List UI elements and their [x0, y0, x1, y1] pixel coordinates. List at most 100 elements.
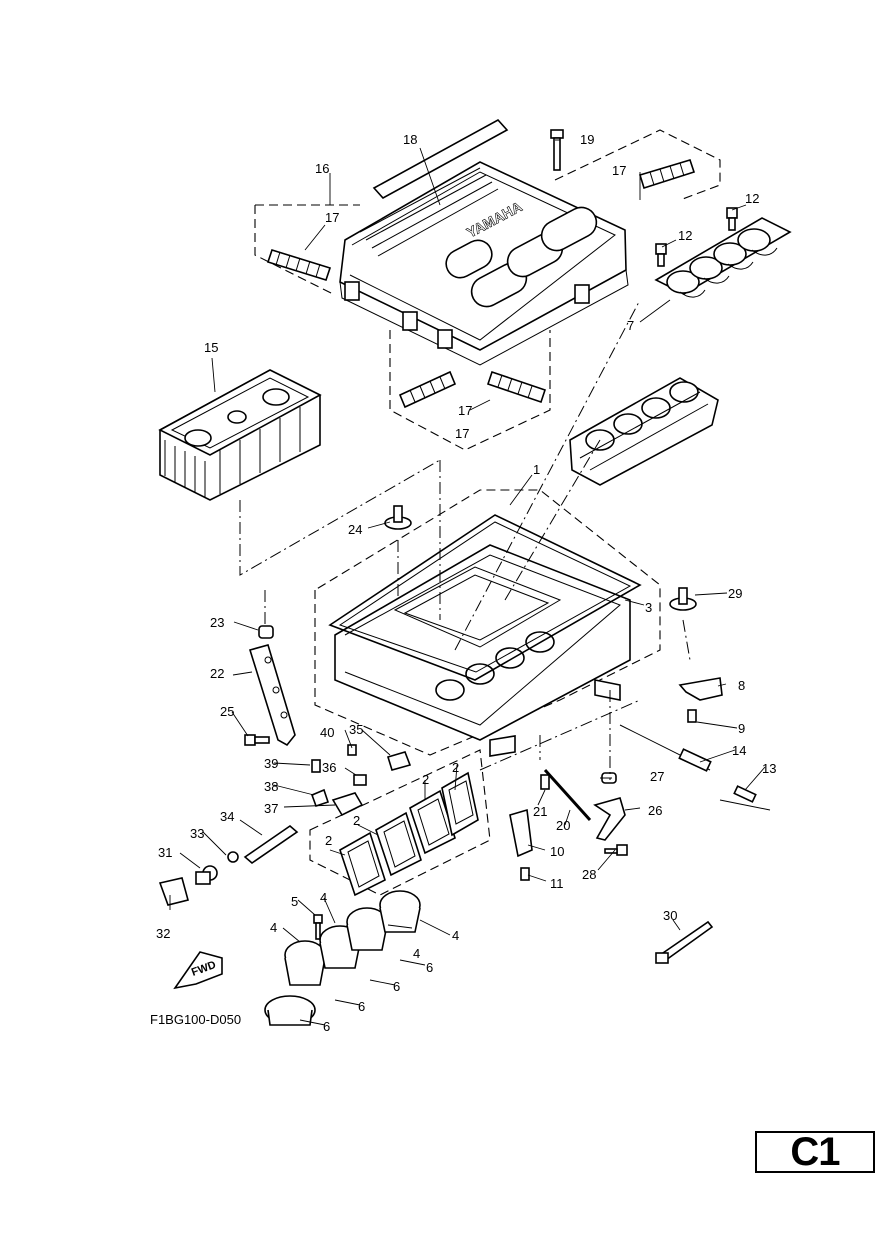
- intake-joint-4: [441, 771, 479, 837]
- bolt-39: [311, 759, 321, 773]
- intake-joint-1: [339, 831, 386, 897]
- clip-38: [310, 788, 330, 808]
- page-label-box: C1: [755, 1129, 875, 1174]
- grommet-29: [669, 587, 697, 611]
- bolt-11: [520, 867, 530, 881]
- bolt-25: [244, 734, 270, 746]
- callout-2d: 2: [452, 760, 459, 775]
- cable-14: [619, 724, 712, 772]
- callout-20: 20: [556, 818, 570, 833]
- cap-32: [158, 877, 189, 906]
- bolt-12a: [726, 207, 738, 231]
- intake-joint-3: [409, 789, 456, 855]
- callout-3: 3: [645, 600, 652, 615]
- sponge-17a: [266, 249, 332, 281]
- callout-6b: 6: [393, 979, 400, 994]
- callout-15: 15: [204, 340, 218, 355]
- callout-17c: 17: [458, 403, 472, 418]
- callout-7: 7: [627, 318, 634, 333]
- clip-33: [227, 851, 239, 863]
- callout-37: 37: [264, 801, 278, 816]
- callout-36: 36: [322, 760, 336, 775]
- callout-34: 34: [220, 809, 234, 824]
- callout-17d: 17: [455, 426, 469, 441]
- callout-21: 21: [533, 804, 547, 819]
- callout-2a: 2: [325, 833, 332, 848]
- callout-26: 26: [648, 803, 662, 818]
- bracket-22: [248, 644, 296, 747]
- callout-4a: 4: [270, 920, 277, 935]
- bolt-12b: [655, 243, 667, 267]
- callout-39: 39: [264, 756, 278, 771]
- sponge-17b: [638, 159, 696, 190]
- decal-strip: [372, 118, 509, 200]
- callout-17a: 17: [325, 210, 339, 225]
- hose-34: [243, 824, 299, 865]
- bolt-28: [604, 844, 628, 856]
- callout-32: 32: [156, 926, 170, 941]
- callout-25: 25: [220, 704, 234, 719]
- callout-18: 18: [403, 132, 417, 147]
- callout-31: 31: [158, 845, 172, 860]
- bracket-37: [331, 792, 364, 817]
- collar-23: [258, 625, 274, 639]
- callout-16: 16: [315, 161, 329, 176]
- callout-9: 9: [738, 721, 745, 736]
- air-filter-element: [158, 369, 322, 501]
- funnel-1: [264, 995, 316, 1026]
- page-label: C1: [790, 1129, 840, 1174]
- nut-36: [353, 774, 367, 786]
- bracket-8: [678, 677, 723, 701]
- sensor-31: [195, 865, 218, 885]
- callout-12b: 12: [678, 228, 692, 243]
- callout-4d: 4: [452, 928, 459, 943]
- callout-6c: 6: [358, 999, 365, 1014]
- sponge-17c: [398, 370, 457, 409]
- air-box-cover: YAMAHA: [339, 161, 629, 366]
- cover-bolt: [550, 129, 564, 171]
- bolt-21: [540, 774, 550, 790]
- sponge-17d: [486, 370, 547, 404]
- funnel-5: [379, 890, 421, 933]
- bracket-26: [593, 797, 626, 841]
- callout-19: 19: [580, 132, 594, 147]
- fitting-35: [386, 751, 412, 771]
- callout-6a: 6: [426, 960, 433, 975]
- callout-12a: 12: [745, 191, 759, 206]
- callout-13: 13: [762, 761, 776, 776]
- callout-27: 27: [650, 769, 664, 784]
- callout-2c: 2: [422, 772, 429, 787]
- diagram-code: F1BG100-D050: [150, 1012, 241, 1027]
- callout-2b: 2: [353, 813, 360, 828]
- callout-14: 14: [732, 743, 746, 758]
- forward-arrow: FWD: [173, 951, 223, 990]
- callout-23: 23: [210, 615, 224, 630]
- bracket-10: [509, 808, 533, 858]
- intake-joint-2: [375, 811, 422, 877]
- screw-5: [313, 914, 323, 940]
- callout-24: 24: [348, 522, 362, 537]
- air-box-body: [334, 544, 631, 757]
- funnel-2: [284, 940, 326, 986]
- callout-38: 38: [264, 779, 278, 794]
- grommet-24: [384, 505, 412, 530]
- callout-17b: 17: [612, 163, 626, 178]
- rod-20: [543, 768, 592, 822]
- callout-6d: 6: [323, 1019, 330, 1034]
- callout-28: 28: [582, 867, 596, 882]
- bolt-9: [687, 709, 697, 723]
- callout-30: 30: [663, 908, 677, 923]
- callout-40: 40: [320, 725, 334, 740]
- callout-29: 29: [728, 586, 742, 601]
- callout-11: 11: [550, 876, 564, 891]
- bolt-40: [347, 744, 357, 756]
- callout-35: 35: [349, 722, 363, 737]
- band-30: [655, 920, 714, 964]
- callout-4b: 4: [320, 890, 327, 905]
- callout-4c: 4: [413, 946, 420, 961]
- callout-5: 5: [291, 894, 298, 909]
- callout-8: 8: [738, 678, 745, 693]
- callout-22: 22: [210, 666, 224, 681]
- cable-13: [719, 785, 771, 811]
